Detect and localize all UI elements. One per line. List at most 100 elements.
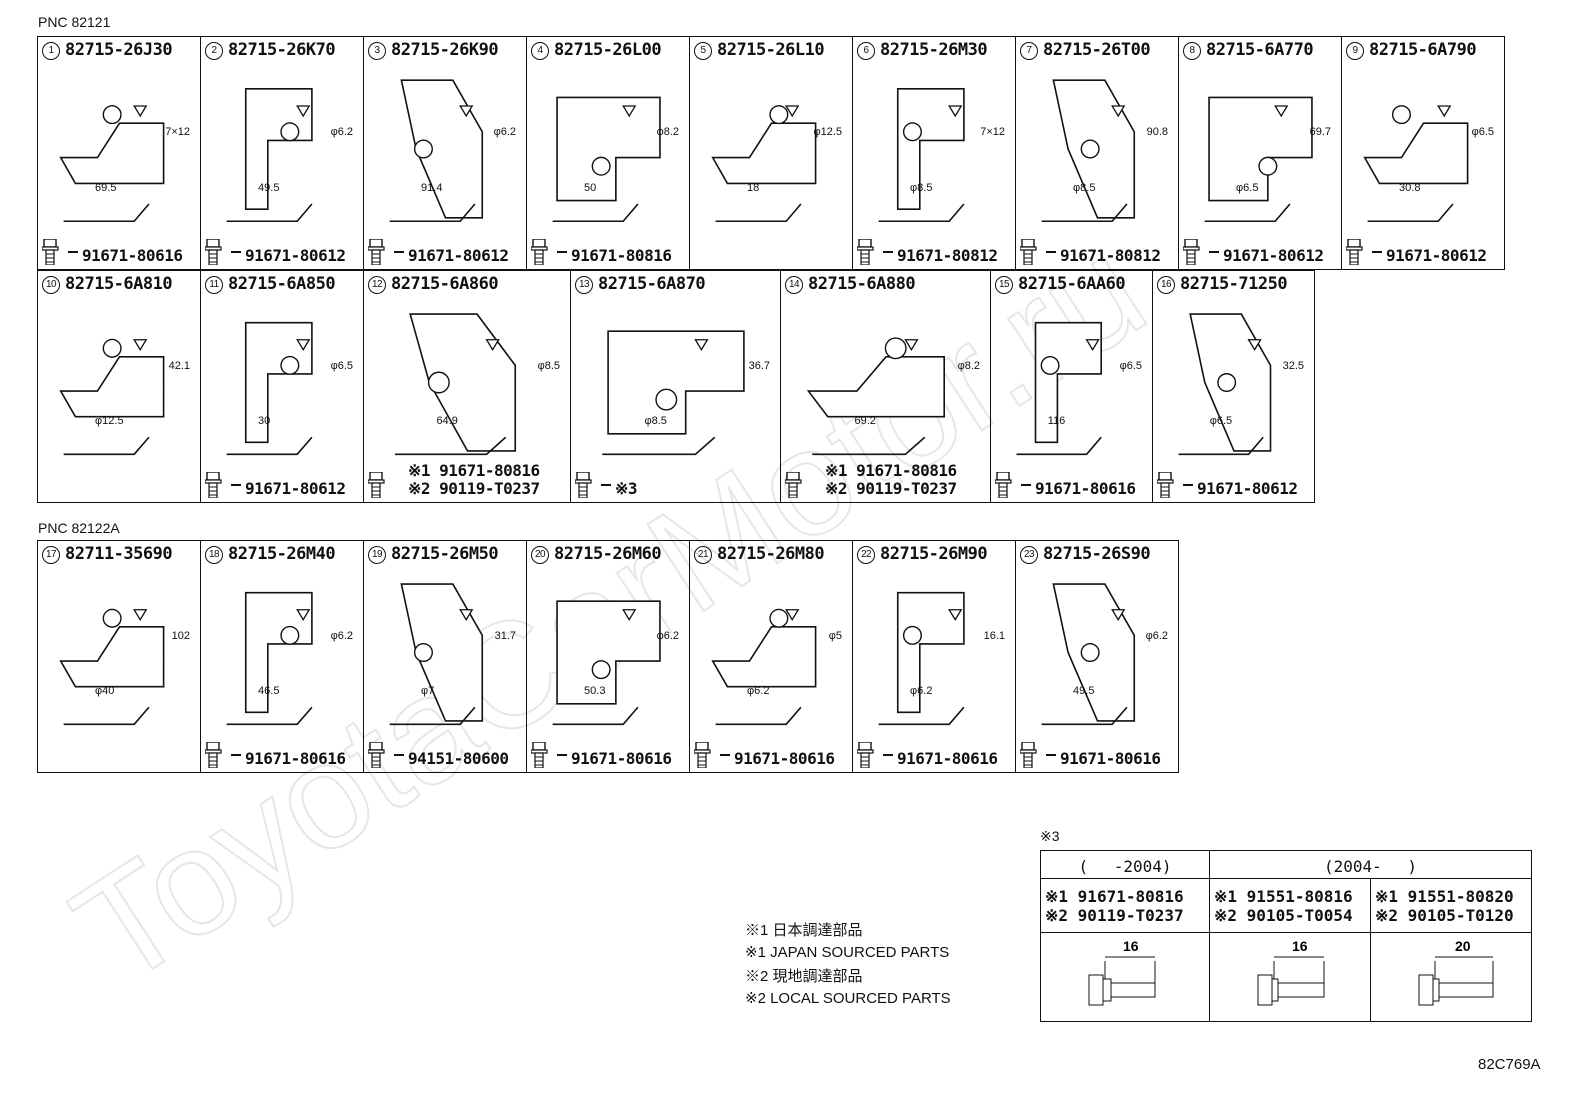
part-index: 16 [1157, 276, 1175, 294]
part-index: 18 [205, 546, 223, 564]
part-number: 82715-26M30 [880, 40, 988, 60]
dim-label-a: 42.1 [168, 359, 190, 372]
bolt-part-number-2: ※2 90119-T0237 [825, 479, 957, 498]
leader-line [231, 754, 241, 756]
part-number: 82715-6A810 [65, 274, 173, 294]
part-number: 82715-26M80 [717, 544, 825, 564]
bracket-drawing [698, 567, 844, 738]
bolt-len-3: 20 [1455, 938, 1471, 954]
bolt-part-number: 91671-80612 [1386, 246, 1487, 265]
part-number: 82715-6A860 [391, 274, 499, 294]
part-index: 15 [995, 276, 1013, 294]
bracket-drawing [1350, 63, 1496, 235]
part-index: 8 [1183, 42, 1201, 60]
bracket-drawing [209, 297, 355, 468]
leader-line [601, 484, 611, 486]
dim-label-a: φ6.5 [1471, 125, 1494, 138]
part-index: 9 [1346, 42, 1364, 60]
dim-label-a: 90.8 [1146, 125, 1168, 138]
dim-label-b: 64.9 [436, 415, 458, 428]
dim-label-b: φ8.5 [910, 182, 933, 195]
bracket-drawing [372, 567, 518, 738]
bracket-drawing [789, 297, 982, 468]
leader-line [1021, 484, 1031, 486]
dim-label-b: 49.5 [1073, 685, 1095, 698]
part-number: 82715-6A850 [228, 274, 336, 294]
bolt-part-number: 91671-80616 [734, 749, 835, 768]
leader-line [883, 251, 893, 253]
dim-label-a: 7×12 [980, 125, 1005, 138]
bracket-drawing [46, 567, 192, 738]
dim-label-b: 30.8 [1399, 182, 1421, 195]
bracket-drawing [1161, 297, 1306, 468]
dim-label-a: 102 [171, 629, 190, 642]
dim-label-a: φ8.5 [537, 359, 560, 372]
leader-line [394, 754, 404, 756]
leader-line [1046, 754, 1056, 756]
bracket-drawing [535, 567, 681, 738]
leader-line [394, 251, 404, 253]
bolt-part-number: 91671-80612 [1223, 246, 1324, 265]
part-number: 82715-26L00 [554, 40, 662, 60]
bracket-drawing [861, 63, 1007, 235]
bolt-len-1: 16 [1123, 938, 1139, 954]
legend: ※1 日本調達部品 ※1 JAPAN SOURCED PARTS ※2 現地調達… [745, 920, 951, 1010]
dim-label-a: φ5 [828, 629, 842, 642]
part-number: 82715-26J30 [65, 40, 173, 60]
bolt-part-number: 91671-80612 [408, 246, 509, 265]
dim-label-b: φ40 [95, 685, 115, 698]
dim-label-b: φ6.5 [1236, 182, 1259, 195]
dim-label-b: φ8.5 [1073, 182, 1096, 195]
note3-table: ( -2004) (2004- ) ※1 91671-80816 ※2 9011… [1040, 850, 1532, 1022]
dim-label-b: 50.3 [584, 685, 606, 698]
bolt-part-number-1: ※1 91671-80816 [408, 461, 540, 480]
leader-line [557, 754, 567, 756]
bolt-len-2: 16 [1292, 938, 1308, 954]
bolt-part-number: 91671-80616 [897, 749, 998, 768]
legend-line-1: ※1 日本調達部品 [745, 922, 863, 939]
pnc-label-2: PNC 82122A [38, 520, 120, 536]
dim-label-a: 31.7 [494, 629, 516, 642]
bolt-part-number: 91671-80612 [1197, 479, 1298, 498]
dim-label-b: φ7 [421, 685, 435, 698]
note3-bolt-2: 16 [1209, 932, 1371, 1022]
bolt-part-number: 91671-80816 [571, 246, 672, 265]
part-number: 82715-6A770 [1206, 40, 1314, 60]
bracket-drawing [46, 63, 192, 235]
bolt-part-number: 91671-80616 [571, 749, 672, 768]
note3-p1-1: ※1 91671-80816 [1045, 886, 1184, 906]
note3-parts-2: ※1 91551-80816 ※2 90105-T0054 [1209, 878, 1371, 933]
bracket-drawing [209, 567, 355, 738]
dim-label-b: 69.5 [95, 182, 117, 195]
dim-label-a: φ8.2 [957, 359, 980, 372]
dim-label-b: φ12.5 [95, 415, 124, 428]
part-number: 82715-6A880 [808, 274, 916, 294]
part-number: 82715-26M90 [880, 544, 988, 564]
note3-p2-3: ※2 90105-T0120 [1375, 905, 1514, 925]
part-index: 3 [368, 42, 386, 60]
note3-head-2: (2004- ) [1209, 850, 1532, 879]
dim-label-a: φ6.5 [1119, 359, 1142, 372]
part-index: 14 [785, 276, 803, 294]
part-index: 13 [575, 276, 593, 294]
